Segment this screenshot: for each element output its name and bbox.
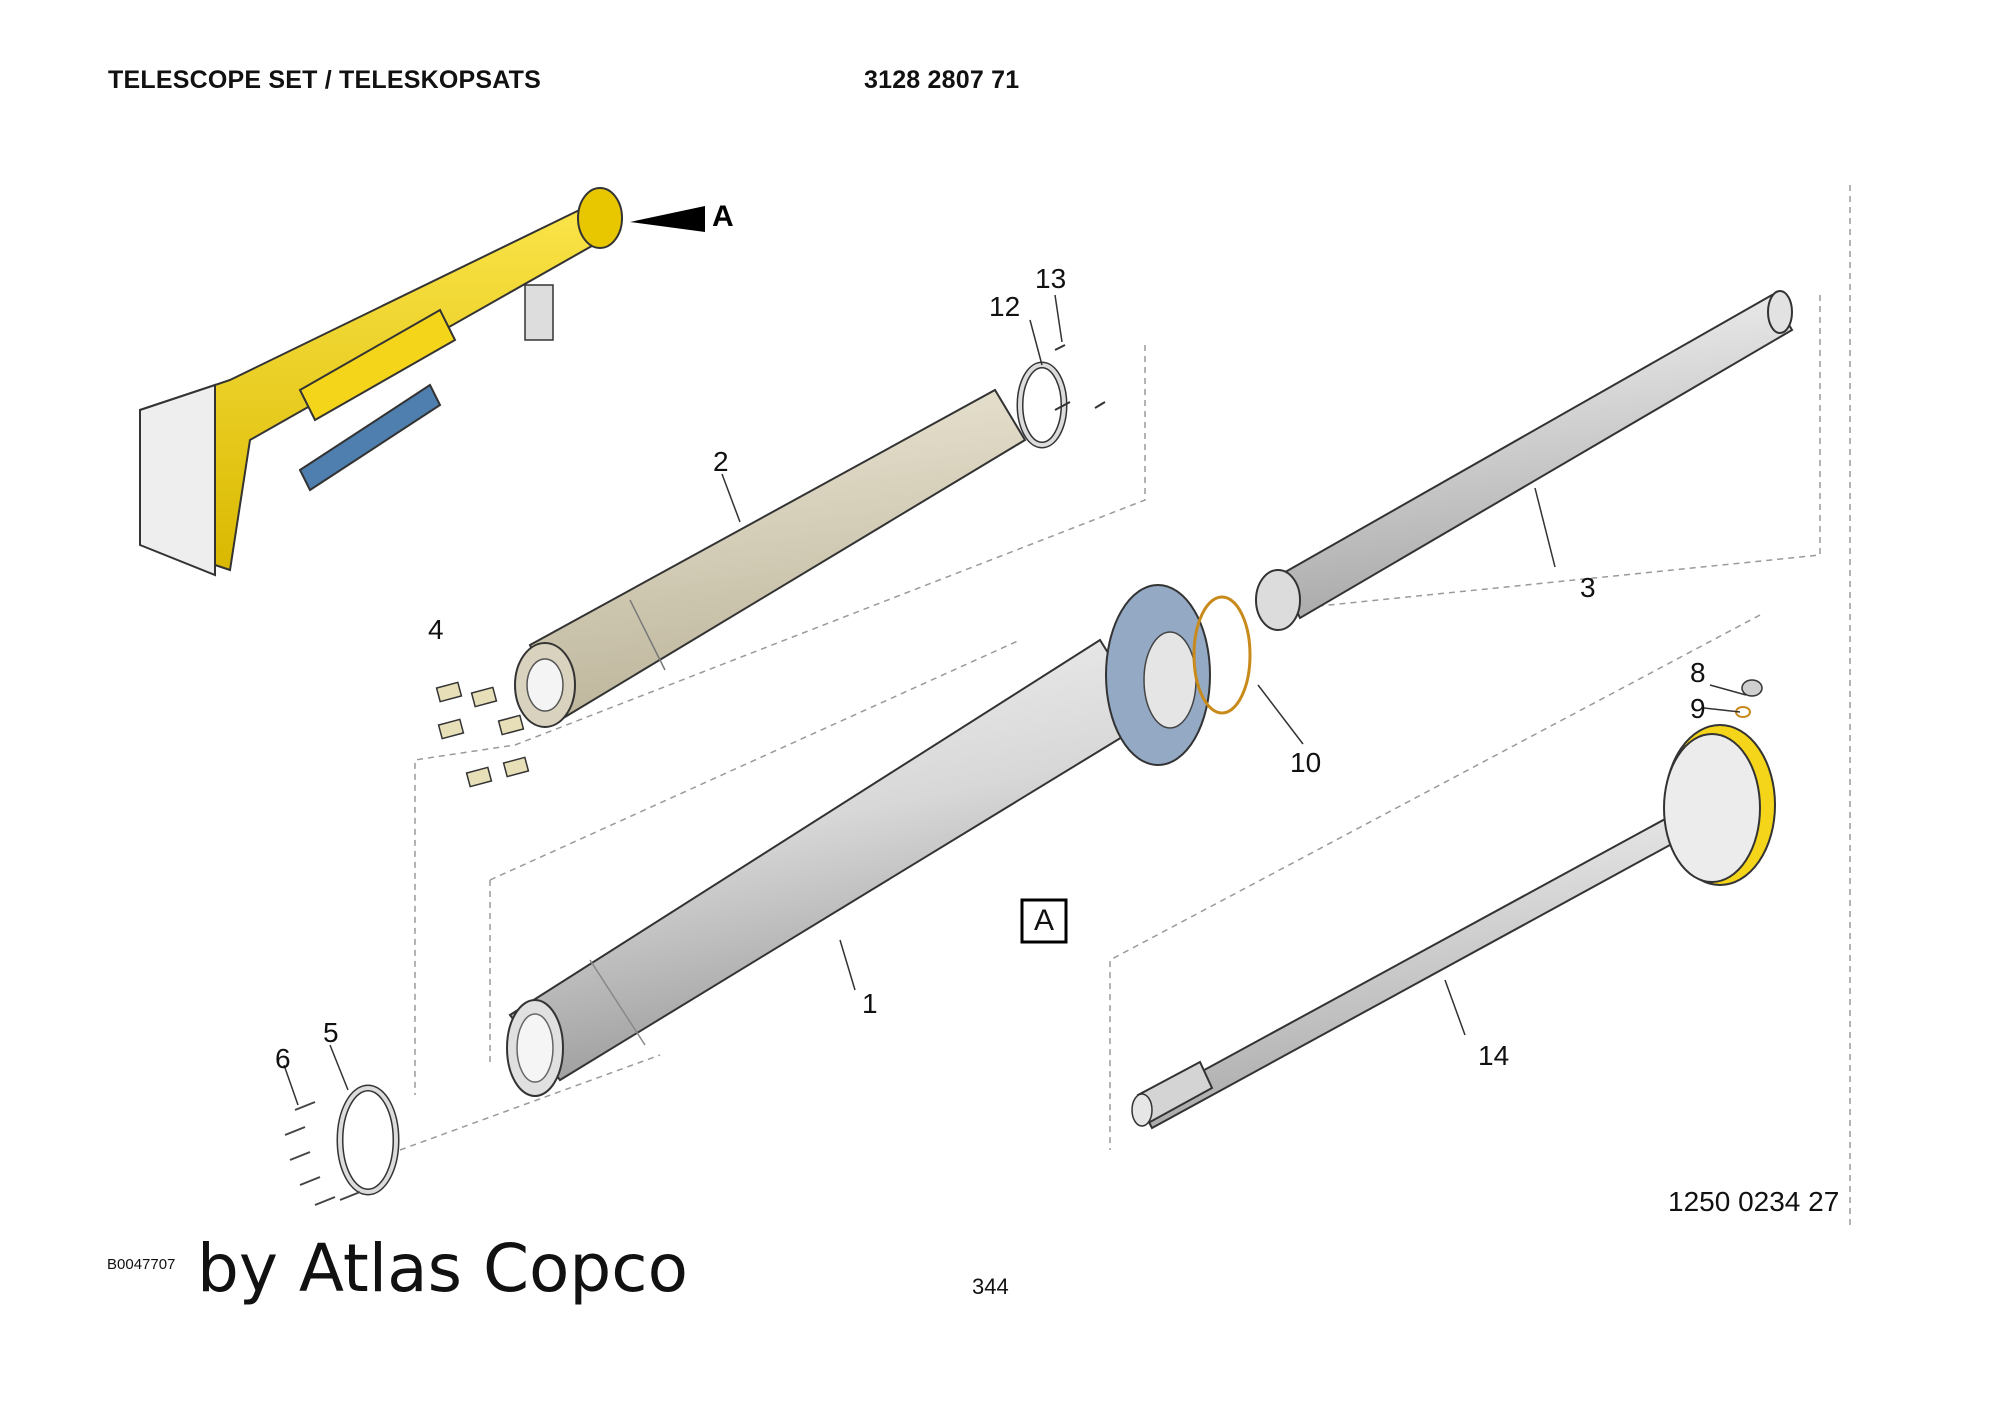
part-8-plug bbox=[1741, 679, 1763, 697]
part-14-inner-tube bbox=[1131, 724, 1776, 1130]
callout-4: 4 bbox=[428, 614, 444, 645]
view-box bbox=[1020, 898, 1068, 944]
part-3-piston-rod bbox=[1255, 290, 1794, 631]
image-code: B0047707 bbox=[107, 1256, 176, 1273]
brand-watermark: by Atlas Copco bbox=[197, 1230, 688, 1307]
callout-8: 8 bbox=[1690, 657, 1706, 688]
view-arrow-label: A bbox=[712, 200, 734, 233]
tube-flange bbox=[1105, 584, 1211, 766]
page-title: TELESCOPE SET / TELESKOPSATS bbox=[108, 66, 541, 94]
callout-3: 3 bbox=[1580, 572, 1596, 603]
part-6-bolts bbox=[284, 1101, 361, 1206]
callout-2: 2 bbox=[713, 446, 729, 477]
part-5-ring bbox=[336, 1084, 400, 1196]
part-13-screws bbox=[1054, 344, 1106, 411]
part-number: 3128 2807 71 bbox=[864, 66, 1020, 94]
callout-13: 13 bbox=[1035, 263, 1067, 294]
part-2-guide-sleeve bbox=[514, 388, 1027, 728]
part-4-guide-pads bbox=[435, 681, 530, 788]
view-box-label: A bbox=[1034, 904, 1055, 937]
callout-9: 9 bbox=[1690, 693, 1706, 724]
part-12-retaining-ring bbox=[1016, 361, 1068, 449]
assembly-guide-lines bbox=[399, 185, 1851, 1230]
page-number: 344 bbox=[972, 1274, 1009, 1299]
callout-1: 1 bbox=[862, 988, 878, 1019]
part-10-o-ring bbox=[1192, 595, 1252, 715]
callout-10: 10 bbox=[1290, 747, 1322, 778]
drawing-number: 1250 0234 27 bbox=[1668, 1186, 1840, 1217]
callout-5: 5 bbox=[323, 1017, 339, 1048]
boom-overview-illustration bbox=[139, 187, 705, 577]
callout-12: 12 bbox=[989, 291, 1021, 322]
part-1-outer-tube bbox=[506, 638, 1152, 1097]
callout-6: 6 bbox=[275, 1043, 291, 1074]
callout-14: 14 bbox=[1478, 1040, 1510, 1071]
callout-leader-lines bbox=[283, 294, 1747, 1106]
